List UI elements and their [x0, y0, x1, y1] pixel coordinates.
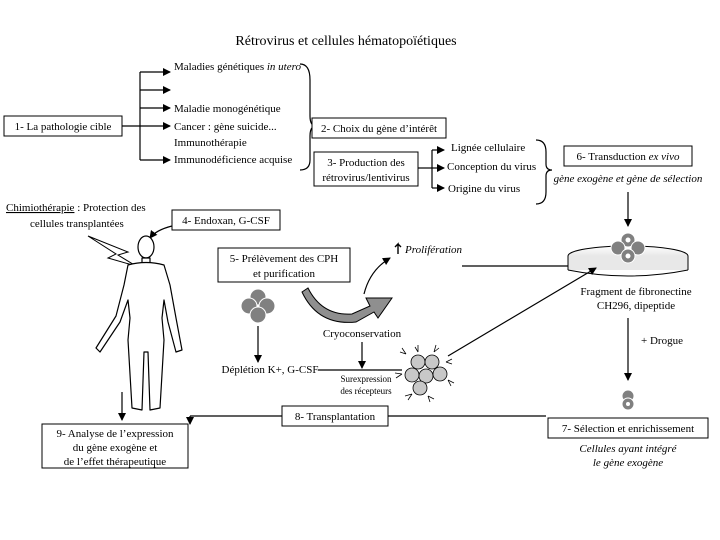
overexpression-line1: Surexpression: [341, 374, 392, 384]
pathology-label: 1- La pathologie cible: [15, 121, 112, 133]
gene-choice-box: [311, 117, 447, 139]
endoxan-box: [171, 209, 281, 231]
depletion-label: Déplétion K+, G-CSF: [222, 364, 319, 376]
selection-box: [547, 417, 709, 439]
production-label-line2: rétrovirus/lentivirus: [322, 172, 409, 184]
analysis-box: [41, 423, 189, 469]
production-label-line1: 3- Production des: [327, 157, 405, 169]
diagram-title: Rétrovirus et cellules hématopoïétiques: [235, 34, 456, 49]
arrow-endoxan-to-patient: [149, 225, 173, 239]
selection-note-line2: le gène exogène: [593, 457, 663, 469]
production-item: Lignée cellulaire: [451, 142, 525, 154]
fibronectin-line2: CH296, dipeptide: [597, 300, 675, 312]
pathology-item: Immunodéficience acquise: [174, 154, 292, 166]
production-item: Conception du virus: [447, 161, 536, 173]
recycle-arrow-icon: [301, 287, 393, 323]
drug-label: + Drogue: [641, 335, 683, 347]
production-connectors: [418, 146, 445, 192]
analysis-line1: 9- Analyse de l’expression: [57, 428, 174, 440]
production-brace: [535, 139, 553, 205]
lightning-icon: [87, 235, 137, 267]
chemo-line1: Chimiothérapie : Protection des: [6, 202, 146, 214]
up-arrow-icon: [394, 242, 402, 254]
sampling-line2: et purification: [253, 268, 316, 280]
pathology-item: Cancer : gène suicide...: [174, 121, 277, 133]
cph-cells: [240, 288, 276, 324]
selection-note-line1: Cellules ayant intégré: [579, 443, 677, 455]
overexpression-line2: des récepteurs: [340, 386, 392, 396]
transduction-box: [563, 145, 693, 167]
transduction-subtitle: gène exogène et gène de sélection: [554, 173, 703, 185]
chemo-line2: cellules transplantées: [30, 218, 124, 230]
proliferation-label: Prolifération: [404, 244, 463, 256]
production-list: Lignée cellulaire Conception du virus Or…: [447, 142, 536, 195]
cryo-label: Cryoconservation: [323, 328, 402, 340]
production-box: [313, 151, 419, 187]
pathology-connectors: [122, 68, 171, 164]
analysis-line3: de l’effet thérapeutique: [64, 456, 167, 468]
transplantation-label: 8- Transplantation: [295, 411, 376, 423]
selected-cells: [621, 389, 635, 411]
fibronectin-line1: Fragment de fibronectine: [580, 286, 691, 298]
receptor-cells: [394, 344, 455, 403]
sampling-box: [217, 247, 351, 283]
production-item: Origine du virus: [448, 183, 520, 195]
pathology-item: Maladie monogénétique: [174, 103, 281, 115]
transduced-cells: [610, 232, 646, 264]
sampling-line1: 5- Prélèvement des CPH: [230, 253, 339, 265]
selection-label: 7- Sélection et enrichissement: [562, 423, 694, 435]
transduction-label: 6- Transduction ex vivo: [577, 151, 680, 163]
pathology-item: Immunothérapie: [174, 137, 247, 149]
pathology-list: Maladies génétiques in utero Maladie mon…: [174, 61, 301, 166]
endoxan-label: 4- Endoxan, G-CSF: [182, 215, 270, 227]
arrow-cells-to-dish: [447, 267, 597, 357]
pathology-item: Maladies génétiques in utero: [174, 61, 301, 73]
analysis-line2: du gène exogène et: [73, 442, 158, 454]
patient-icon: [95, 235, 183, 411]
gene-choice-label: 2- Choix du gène d’intérêt: [321, 123, 437, 135]
arrow-to-proliferation: [363, 257, 391, 295]
